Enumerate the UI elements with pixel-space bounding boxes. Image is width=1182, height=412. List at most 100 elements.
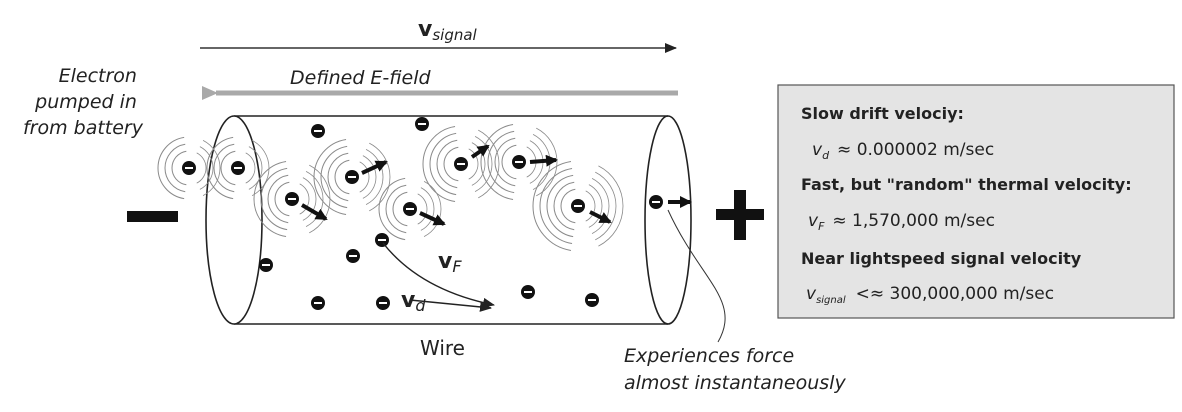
wave-ring: [436, 139, 458, 189]
electron: [346, 249, 360, 263]
electron: [454, 157, 468, 171]
wave-ring: [539, 167, 573, 245]
wave-ring: [422, 125, 456, 203]
wave-ring: [164, 143, 186, 193]
wave-ring: [546, 174, 574, 238]
wave-ring: [429, 132, 457, 196]
wave-ring: [157, 136, 185, 200]
electron: [259, 258, 273, 272]
electron: [649, 195, 663, 209]
wave-ring: [478, 129, 500, 199]
velocity-arrow: [470, 144, 490, 159]
vd-arrow: [409, 299, 492, 312]
velocity-arrow: [529, 154, 558, 167]
wave-ring: [560, 188, 576, 224]
wave-ring: [487, 130, 515, 194]
electron: [571, 199, 585, 213]
wave-ring: [494, 137, 516, 187]
wave-ring: [585, 190, 596, 222]
wave-ring: [274, 181, 290, 217]
electron: [585, 293, 599, 307]
wave-ring: [474, 136, 493, 192]
wave-ring: [202, 140, 221, 196]
vd-label: vd: [401, 288, 426, 315]
velocity-arrows: [300, 144, 692, 226]
electron: [311, 124, 325, 138]
vf-label: vF: [438, 249, 462, 276]
wave-ring: [365, 149, 384, 205]
electron: [311, 296, 325, 310]
wave-ring: [468, 148, 479, 180]
wave-ring: [196, 152, 207, 184]
velocity-arrow: [300, 203, 328, 221]
wave-ring: [443, 146, 459, 182]
electron: [403, 202, 417, 216]
velocity-arrow: [361, 160, 388, 175]
wave-ring: [305, 171, 324, 227]
wave-ring: [417, 193, 428, 225]
wave-ring: [245, 152, 256, 184]
wave-ring: [171, 150, 187, 186]
wave-ring: [378, 177, 406, 241]
electron: [521, 285, 535, 299]
wave-ring: [553, 181, 575, 231]
wave-rings: [157, 123, 624, 251]
wave-ring: [251, 140, 270, 196]
wave-ring: [420, 187, 435, 231]
plus-sign: [716, 190, 764, 240]
wave-ring: [595, 171, 617, 241]
electron: [375, 233, 389, 247]
wave-ring: [588, 184, 603, 228]
wave-ring: [385, 184, 407, 234]
velocity-arrow: [419, 211, 446, 226]
wave-ring: [313, 138, 347, 216]
wave-ring: [267, 174, 289, 224]
wire-cylinder: [205, 115, 692, 325]
wave-ring: [591, 178, 610, 234]
vf-arrow: [382, 242, 495, 308]
signal-title: Near lightspeed signal velocity: [801, 249, 1082, 268]
wave-ring: [392, 191, 408, 227]
drift-line: vd≈ 0.000002 m/sec: [812, 140, 994, 162]
wave-ring: [299, 183, 310, 215]
electron: [182, 161, 196, 175]
info-box: Slow drift velociy: vd≈ 0.000002 m/sec F…: [777, 84, 1175, 319]
electron: [231, 161, 245, 175]
electron: [285, 192, 299, 206]
electron: [376, 296, 390, 310]
wave-ring: [320, 145, 348, 209]
electron-pumped-label: Electron pumped in from battery: [23, 65, 144, 139]
wave-ring: [359, 161, 370, 193]
v-signal-top-label: vsignal: [418, 17, 478, 44]
minus-sign: [127, 211, 178, 222]
wire-label: Wire: [420, 336, 465, 360]
wave-ring: [327, 152, 349, 202]
wave-ring: [260, 167, 288, 231]
wave-ring: [248, 146, 263, 190]
experiences-pointer: [667, 209, 726, 343]
wave-ring: [423, 181, 442, 237]
drift-title: Slow drift velociy:: [801, 104, 964, 123]
wave-ring: [199, 146, 214, 190]
efield-label: Defined E-field: [290, 67, 432, 89]
wave-ring: [220, 150, 236, 186]
wave-ring: [206, 136, 234, 200]
wave-ring: [253, 160, 287, 238]
experiences-label: Experiences force almost instantaneously: [624, 345, 846, 394]
wave-ring: [480, 123, 514, 201]
wave-ring: [598, 165, 624, 247]
thermal-title: Fast, but "random" thermal velocity:: [801, 175, 1132, 194]
wave-ring: [369, 142, 391, 212]
wave-ring: [532, 161, 572, 251]
electrons: [182, 117, 663, 310]
wave-ring: [501, 144, 517, 180]
electron: [512, 155, 526, 169]
wave-ring: [213, 143, 235, 193]
electron: [415, 117, 429, 131]
wave-ring: [362, 155, 377, 199]
thermal-line: vF≈ 1,570,000 m/sec: [808, 211, 995, 233]
electron: [345, 170, 359, 184]
velocity-arrow: [589, 210, 612, 224]
